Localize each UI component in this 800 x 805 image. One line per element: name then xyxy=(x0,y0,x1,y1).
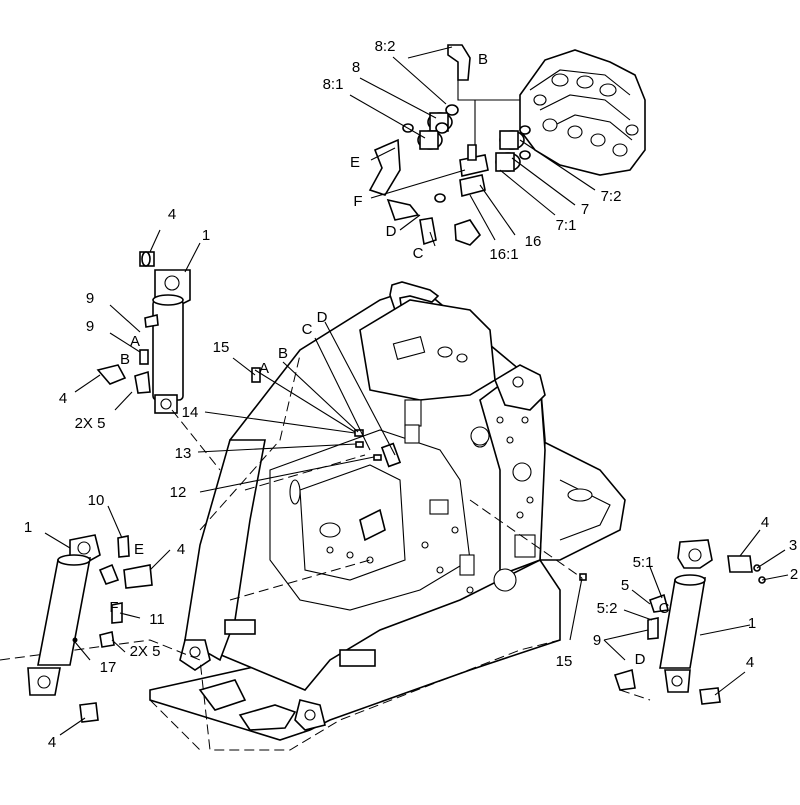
callout-8-2: 8:2 xyxy=(375,38,396,55)
callout-11: 11 xyxy=(149,611,165,628)
callout-c-top: C xyxy=(413,245,424,262)
callout-16-1: 16:1 xyxy=(489,246,518,263)
callout-15-a: 15 xyxy=(213,339,230,356)
callout-4-c: 4 xyxy=(177,541,185,558)
callout-16: 16 xyxy=(525,233,542,250)
callout-2x5-b: 2X 5 xyxy=(130,643,161,660)
callout-4-f: 4 xyxy=(746,654,754,671)
callout-4-b: 4 xyxy=(59,390,67,407)
callout-e-top: E xyxy=(350,154,360,171)
callout-a-left: A xyxy=(130,333,140,350)
callout-12: 12 xyxy=(170,484,187,501)
callout-c-right: C xyxy=(659,600,670,617)
callout-d-right: D xyxy=(635,651,646,668)
callout-d-mid: D xyxy=(317,309,328,326)
callout-1-a: 1 xyxy=(202,227,210,244)
callout-f-low: F xyxy=(109,599,118,616)
callout-7: 7 xyxy=(581,201,589,218)
frame-phantom-outline xyxy=(0,354,561,751)
callout-5-1: 5:1 xyxy=(633,554,654,571)
valve-fittings xyxy=(368,44,531,246)
callout-17: 17 xyxy=(100,659,117,676)
callout-2x5-a: 2X 5 xyxy=(75,415,106,432)
callout-e-low: E xyxy=(134,541,144,558)
callout-9-b: 9 xyxy=(86,318,94,335)
callout-4-d: 4 xyxy=(48,734,56,751)
callout-d-top: D xyxy=(386,223,397,240)
callout-9-a: 9 xyxy=(86,290,94,307)
callout-b-left: B xyxy=(120,351,130,368)
callout-b-top: B xyxy=(478,51,488,68)
callout-a-mid: A xyxy=(259,360,269,377)
callout-4-a: 4 xyxy=(168,206,176,223)
callout-1-b: 1 xyxy=(24,519,32,536)
callout-b-mid: B xyxy=(278,345,288,362)
callout-14: 14 xyxy=(182,404,199,421)
callout-5-2: 5:2 xyxy=(597,600,618,617)
leader-lines xyxy=(44,46,789,736)
callout-7-1: 7:1 xyxy=(556,217,577,234)
callout-4-e: 4 xyxy=(761,514,769,531)
callout-15-b: 15 xyxy=(556,653,573,670)
callout-9-c: 9 xyxy=(593,632,601,649)
callout-13: 13 xyxy=(175,445,192,462)
callout-1-c: 1 xyxy=(748,615,756,632)
cylinder-upper-left xyxy=(96,251,191,414)
callout-3: 3 xyxy=(789,537,797,554)
loader-frame xyxy=(149,281,626,741)
callout-5: 5 xyxy=(621,577,629,594)
callout-10: 10 xyxy=(88,492,105,509)
callout-7-2: 7:2 xyxy=(601,188,622,205)
cylinder-lower-left xyxy=(27,534,153,723)
callout-2: 2 xyxy=(790,566,798,583)
callout-8: 8 xyxy=(352,59,360,76)
control-valve-block xyxy=(519,49,646,176)
callout-f-top: F xyxy=(353,193,362,210)
callout-c-mid: C xyxy=(302,321,313,338)
callout-labels: 8:2 B 8 8:1 E F D C 16:1 16 7:1 7 7:2 4 … xyxy=(24,38,798,751)
cylinder-lower-right xyxy=(613,539,766,705)
callout-8-1: 8:1 xyxy=(323,76,344,93)
